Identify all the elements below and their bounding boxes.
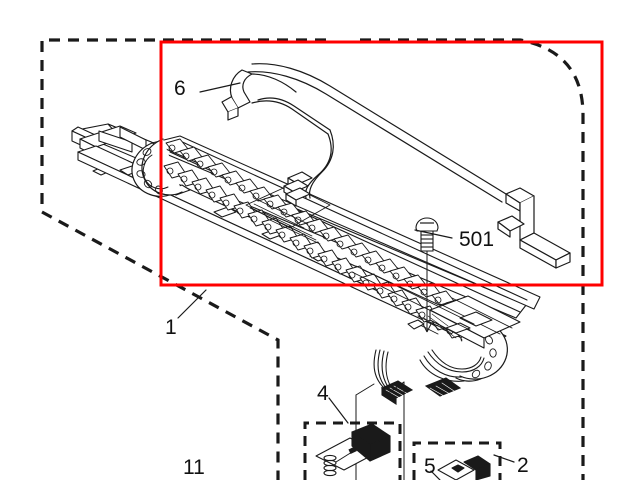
leader-4 bbox=[328, 397, 349, 424]
wire-harness bbox=[355, 349, 485, 480]
main-assembly-boundary bbox=[40, 38, 585, 480]
callout-label-4: 4 bbox=[317, 382, 329, 405]
leader-6 bbox=[199, 82, 241, 93]
red-highlight-rectangle bbox=[159, 40, 604, 287]
flat-flexible-cable bbox=[221, 63, 571, 269]
callout-leader-lines bbox=[177, 82, 515, 480]
leader-2 bbox=[493, 454, 515, 463]
leader-1 bbox=[177, 289, 207, 319]
connector-sub-assembly-parts bbox=[437, 455, 491, 480]
callout-label-501: 501 bbox=[459, 228, 495, 251]
sensor-sub-assembly-parts bbox=[315, 423, 391, 477]
callout-label-1: 1 bbox=[165, 316, 177, 339]
leader-501 bbox=[414, 229, 453, 239]
sub-assembly-2-boundary bbox=[412, 441, 502, 480]
carriage-rail-assembly bbox=[71, 123, 541, 382]
leader-5 bbox=[430, 470, 441, 480]
callout-label-11: 11 bbox=[183, 456, 205, 479]
callout-label-5: 5 bbox=[424, 455, 436, 478]
callout-label-6: 6 bbox=[174, 77, 186, 100]
callout-label-2: 2 bbox=[517, 454, 529, 477]
screw-part-501 bbox=[415, 217, 439, 333]
sub-assembly-4-boundary bbox=[303, 421, 402, 480]
